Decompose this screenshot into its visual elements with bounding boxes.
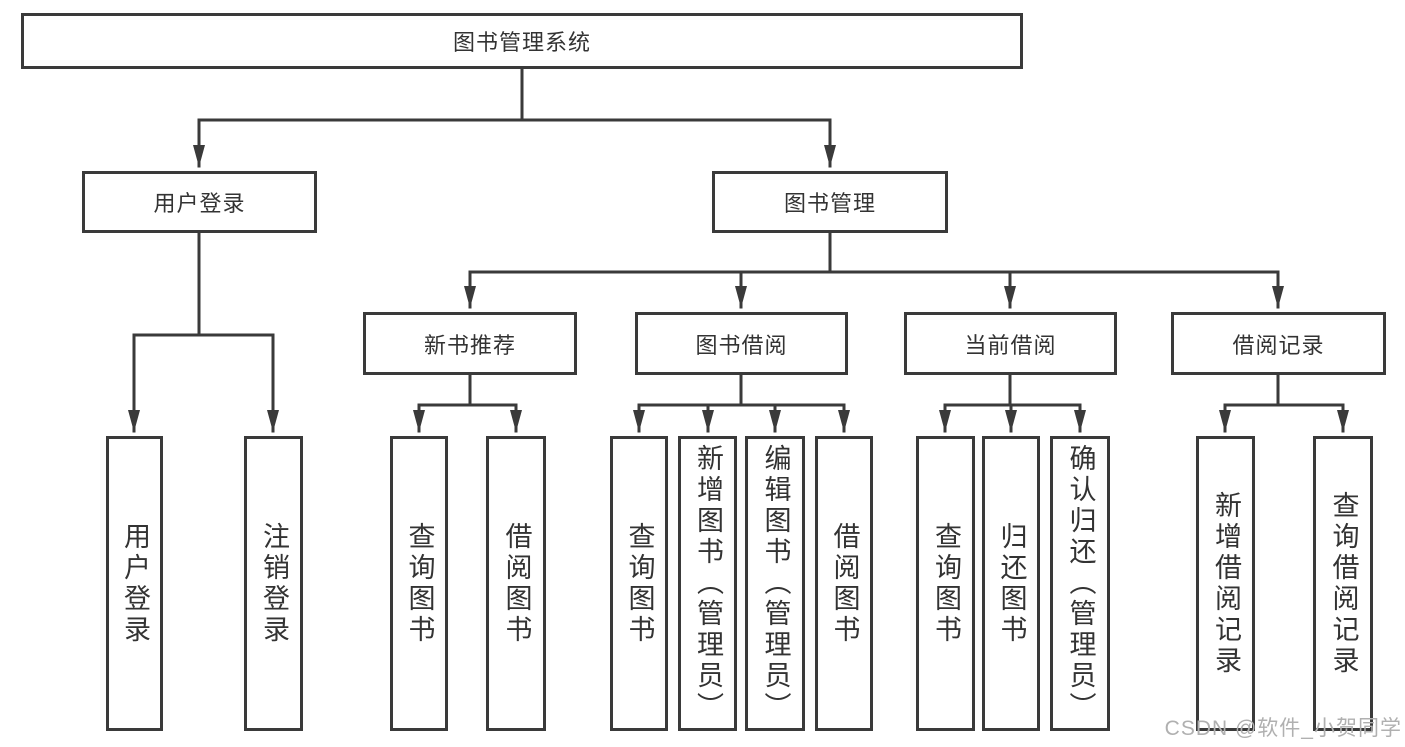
leaf-add-borrow-record: 新增借阅记录 xyxy=(1196,436,1255,731)
leaf-confirm-return-admin-label: 确认归还（管理员） xyxy=(1065,444,1096,723)
leaf-edit-book-admin: 编辑图书（管理员） xyxy=(745,436,805,731)
leaf-query-books-recommend: 查询图书 xyxy=(390,436,448,731)
leaf-return-book-label: 归还图书 xyxy=(996,521,1027,646)
leaf-query-books-borrow: 查询图书 xyxy=(610,436,668,731)
node-borrow-records-label: 借阅记录 xyxy=(1232,332,1325,358)
node-book-management: 图书管理 xyxy=(712,171,948,233)
leaf-borrow-books-2-label: 借阅图书 xyxy=(829,521,860,646)
node-book-borrow: 图书借阅 xyxy=(635,312,848,375)
leaf-query-books-current: 查询图书 xyxy=(916,436,975,731)
node-current-borrow-label: 当前借阅 xyxy=(964,332,1057,358)
leaf-add-book-admin-label: 新增图书（管理员） xyxy=(693,444,723,723)
node-root-label: 图书管理系统 xyxy=(452,30,591,55)
leaf-query-borrow-record: 查询借阅记录 xyxy=(1313,436,1373,731)
leaf-borrow-books-recommend: 借阅图书 xyxy=(486,436,546,731)
leaf-logout-label: 注销登录 xyxy=(259,521,289,646)
leaf-query-books-borrow-label: 查询图书 xyxy=(624,521,655,646)
node-user-login-label: 用户登录 xyxy=(153,191,246,216)
leaf-return-book: 归还图书 xyxy=(982,436,1040,731)
node-borrow-records: 借阅记录 xyxy=(1171,312,1386,375)
node-new-book-recommend-label: 新书推荐 xyxy=(423,332,516,358)
leaf-user-login-label: 用户登录 xyxy=(120,521,150,646)
leaf-add-book-admin: 新增图书（管理员） xyxy=(678,436,737,731)
leaf-user-login: 用户登录 xyxy=(106,436,163,731)
node-new-book-recommend: 新书推荐 xyxy=(363,312,577,375)
leaf-add-borrow-record-label: 新增借阅记录 xyxy=(1211,490,1241,677)
leaf-confirm-return-admin: 确认归还（管理员） xyxy=(1050,436,1110,731)
leaf-edit-book-admin-label: 编辑图书（管理员） xyxy=(760,444,791,723)
leaf-borrow-books-recommend-label: 借阅图书 xyxy=(501,521,532,646)
leaf-query-borrow-record-label: 查询借阅记录 xyxy=(1328,490,1359,677)
leaf-query-books-current-label: 查询图书 xyxy=(931,521,961,646)
node-book-borrow-label: 图书借阅 xyxy=(695,332,788,358)
leaf-logout: 注销登录 xyxy=(244,436,303,731)
node-root: 图书管理系统 xyxy=(21,13,1023,69)
node-user-login: 用户登录 xyxy=(82,171,317,233)
leaf-borrow-books-2: 借阅图书 xyxy=(815,436,873,731)
node-book-management-label: 图书管理 xyxy=(783,191,876,216)
leaf-query-books-recommend-label: 查询图书 xyxy=(404,521,435,646)
node-current-borrow: 当前借阅 xyxy=(904,312,1117,375)
csdn-watermark: CSDN @软件_小贺同学 xyxy=(1164,717,1402,740)
